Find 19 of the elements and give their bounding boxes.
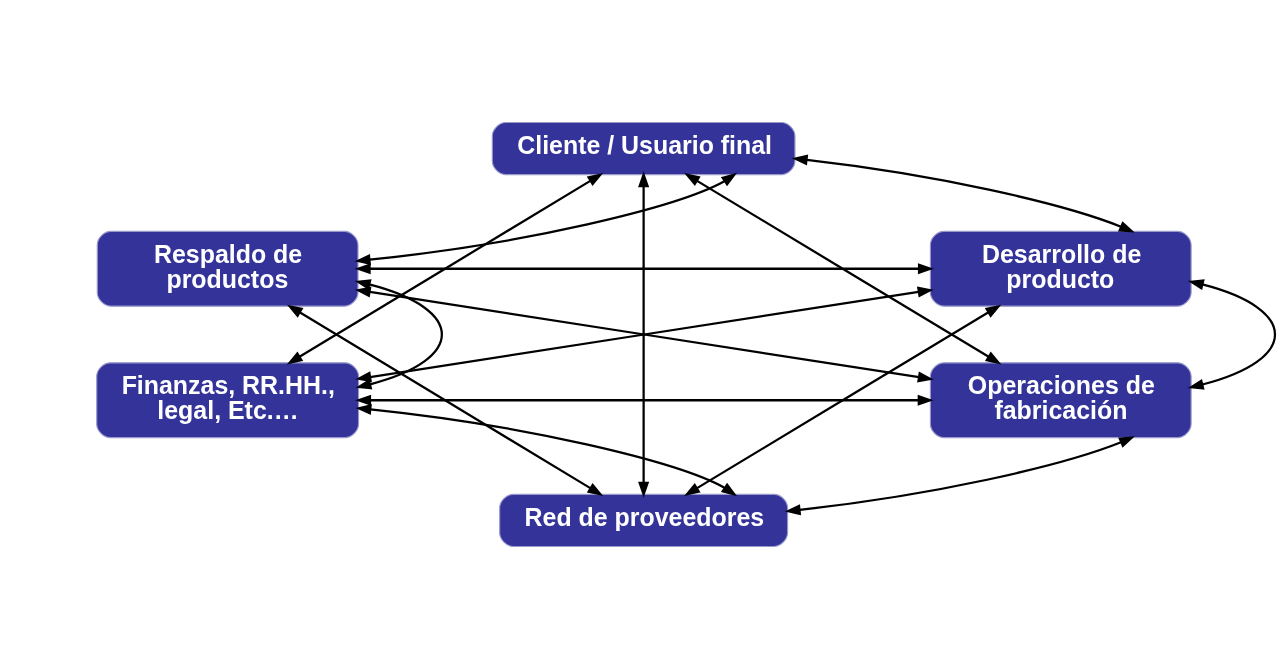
arrow [684,173,1002,365]
arrow [1187,279,1276,390]
node-box: Operaciones de fabricación [929,362,1192,439]
arrow [354,172,738,266]
node-box: Red de proveedores [499,493,789,548]
node-box: Respaldo de productos [96,230,359,307]
arrow [355,403,738,497]
arrow [638,171,650,498]
arrow [286,304,604,496]
node-box: Cliente / Usuario final [491,121,796,176]
node-box: Finanzas, RR.HH., legal, Etc.… [96,362,360,439]
arrow [354,279,443,390]
arrow [286,173,604,365]
arrow [784,436,1135,516]
arrow [791,154,1135,233]
node-box: Desarrollo de producto [929,230,1192,307]
arrow [684,304,1002,496]
arrow [355,394,934,406]
arrow [354,263,934,275]
